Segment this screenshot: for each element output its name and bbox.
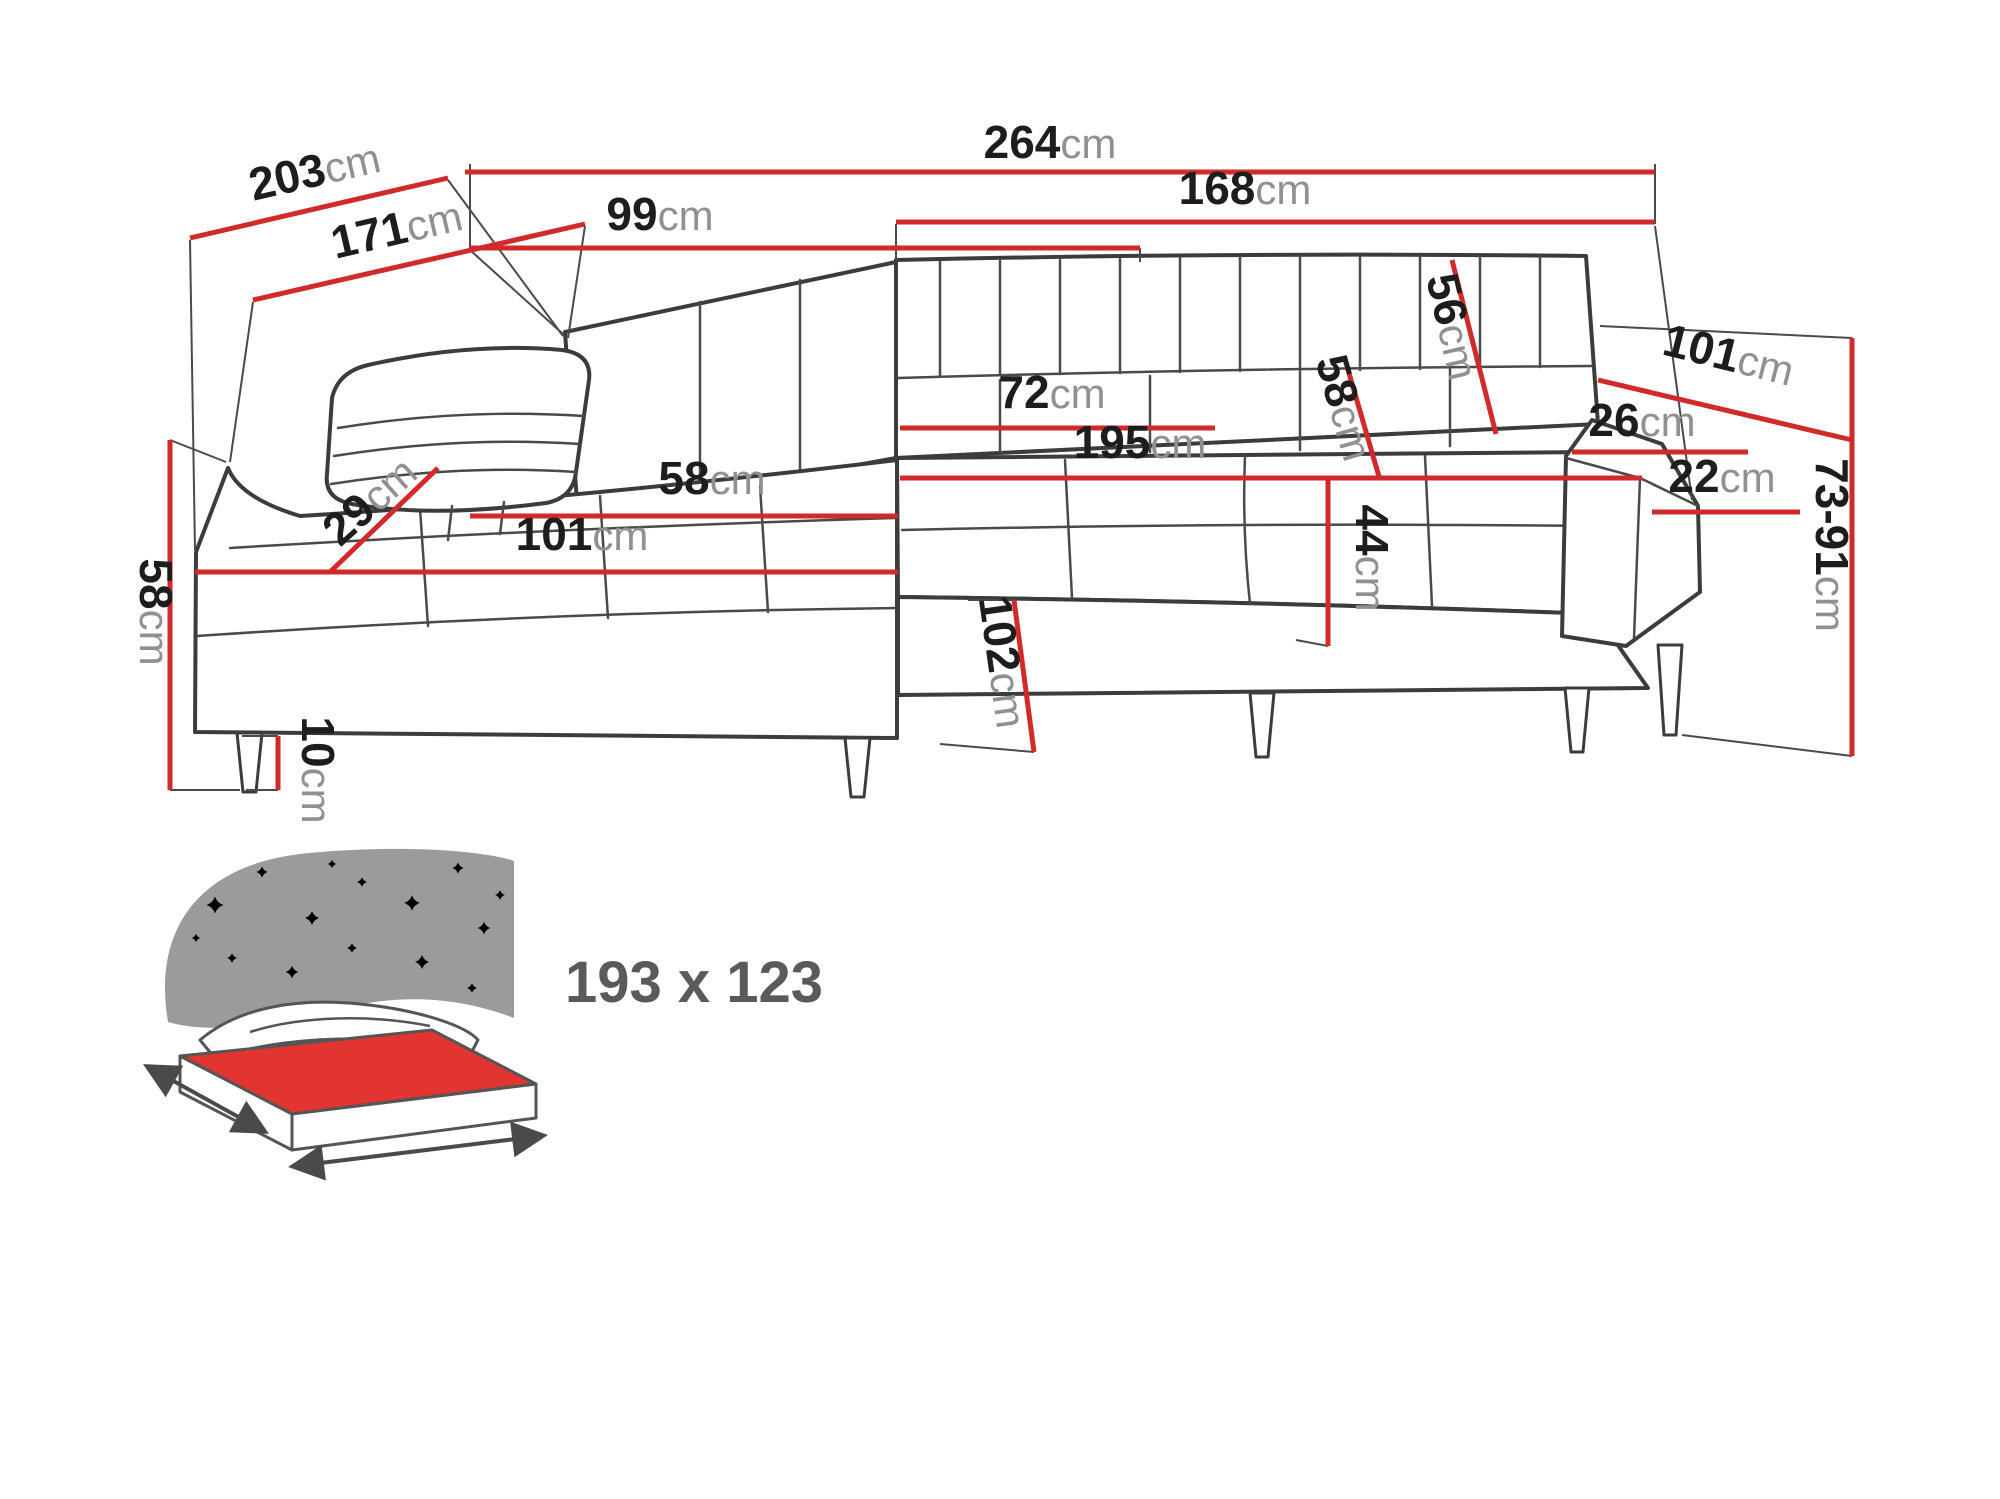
dimension-line-101-right — [1597, 377, 1853, 443]
extension-line — [169, 164, 1853, 791]
dimension-labels: 264cm 203cm 171cm 99cm 168cm 56cm 101cm … — [130, 116, 1858, 824]
dim-label-10: 10cm — [292, 716, 344, 823]
sofa-back-left-seams — [698, 278, 802, 494]
sofa-leg — [1248, 691, 1276, 759]
dimension-line-171 — [252, 221, 586, 303]
sofa-backrest-tufting — [896, 254, 1594, 454]
dim-label-195: 195cm — [1074, 416, 1207, 468]
dim-label-101-right: 101cm — [1658, 313, 1799, 396]
dimension-line-102 — [1011, 599, 1037, 753]
dimension-lines — [167, 169, 1855, 790]
sofa-backrest — [894, 252, 1600, 460]
dim-label-72: 72cm — [998, 366, 1105, 418]
sleeping-size-label: 193 x 123 — [565, 950, 823, 1015]
dimension-line-58-diagonal — [1341, 355, 1383, 481]
sofa-leg — [1563, 686, 1591, 754]
sofa-headrest-seams — [329, 412, 586, 542]
sleeping-function: 193 x 123 — [143, 848, 823, 1181]
dim-label-102: 102cm — [969, 592, 1039, 731]
dimension-line-203 — [189, 175, 449, 241]
bed-headboard-shape — [164, 848, 514, 1028]
dim-label-26: 26cm — [1588, 394, 1695, 446]
sofa-right-arm-seams — [1564, 456, 1700, 640]
dim-label-44: 44cm — [1346, 504, 1398, 611]
dim-label-168: 168cm — [1179, 162, 1312, 214]
dimension-line-56 — [1449, 259, 1499, 435]
dimension-line-29 — [328, 466, 440, 574]
sofa-leg — [235, 731, 264, 794]
dim-label-58-height: 58cm — [130, 558, 182, 665]
extension-lines — [169, 164, 1853, 791]
dim-label-101-left: 101cm — [516, 508, 649, 560]
sofa-leg — [1656, 643, 1684, 737]
dim-label-22: 22cm — [1668, 450, 1775, 502]
dim-label-58-seat: 58cm — [658, 452, 765, 504]
sofa-chaise-quilting — [195, 484, 899, 638]
sofa-leg — [843, 736, 872, 799]
length-arrow — [288, 1121, 548, 1181]
dim-label-264: 264cm — [984, 116, 1117, 168]
sofa-seat-quilting — [900, 454, 1592, 608]
dim-label-99: 99cm — [606, 188, 713, 240]
width-arrow — [143, 1064, 269, 1134]
dim-label-73-91: 73-91cm — [1806, 458, 1858, 632]
